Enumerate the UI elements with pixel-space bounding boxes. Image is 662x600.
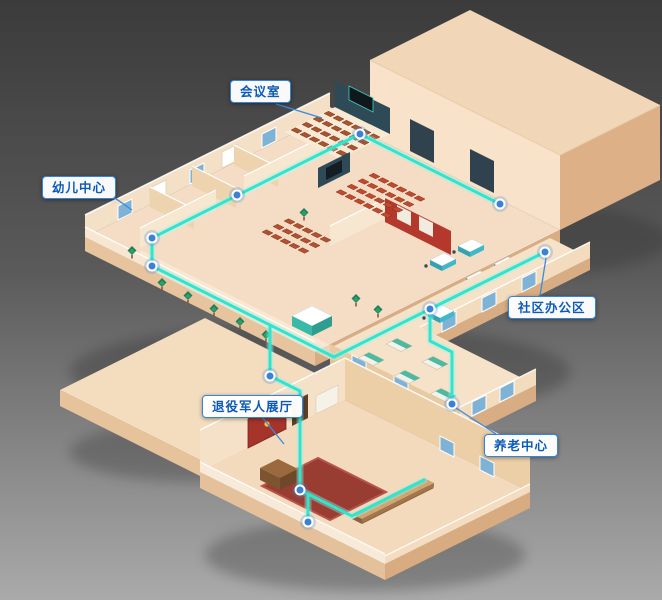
route-path <box>428 307 454 406</box>
route-node[interactable] <box>422 301 438 317</box>
label-elderly-center[interactable]: 养老中心 <box>484 434 559 457</box>
route-path <box>298 478 426 518</box>
route-node[interactable] <box>229 187 245 203</box>
podium <box>260 459 298 490</box>
wall-screen-icon <box>470 149 494 193</box>
veterans-hall-building <box>199 357 531 580</box>
staircase[interactable] <box>352 478 434 524</box>
label-community-office[interactable]: 社区办公区 <box>508 296 596 319</box>
route-node[interactable] <box>300 514 316 530</box>
label-veterans-hall[interactable]: 退役军人展厅 <box>202 395 304 418</box>
route-node[interactable] <box>537 244 553 260</box>
wall-screen-icon <box>410 119 434 163</box>
navigation-route <box>148 130 549 526</box>
label-children-center[interactable]: 幼儿中心 <box>42 176 117 199</box>
label-leader-lines <box>111 103 547 445</box>
conference-room <box>285 81 390 159</box>
route-path <box>150 264 336 359</box>
auditorium-2 <box>318 152 426 219</box>
route-node[interactable] <box>352 126 368 142</box>
route-path <box>268 323 302 492</box>
children-center-wall <box>84 92 331 237</box>
route-node[interactable] <box>292 482 308 498</box>
upper-roof-block <box>369 10 661 230</box>
label-conference-room[interactable]: 会议室 <box>230 80 291 103</box>
route-node[interactable] <box>262 368 278 384</box>
reception-counter <box>291 305 333 336</box>
projection-screen-icon <box>348 85 374 113</box>
projection-screen-icon <box>326 160 342 180</box>
route-node[interactable] <box>492 196 508 212</box>
route-node[interactable] <box>144 230 160 246</box>
route-node[interactable] <box>144 258 160 274</box>
